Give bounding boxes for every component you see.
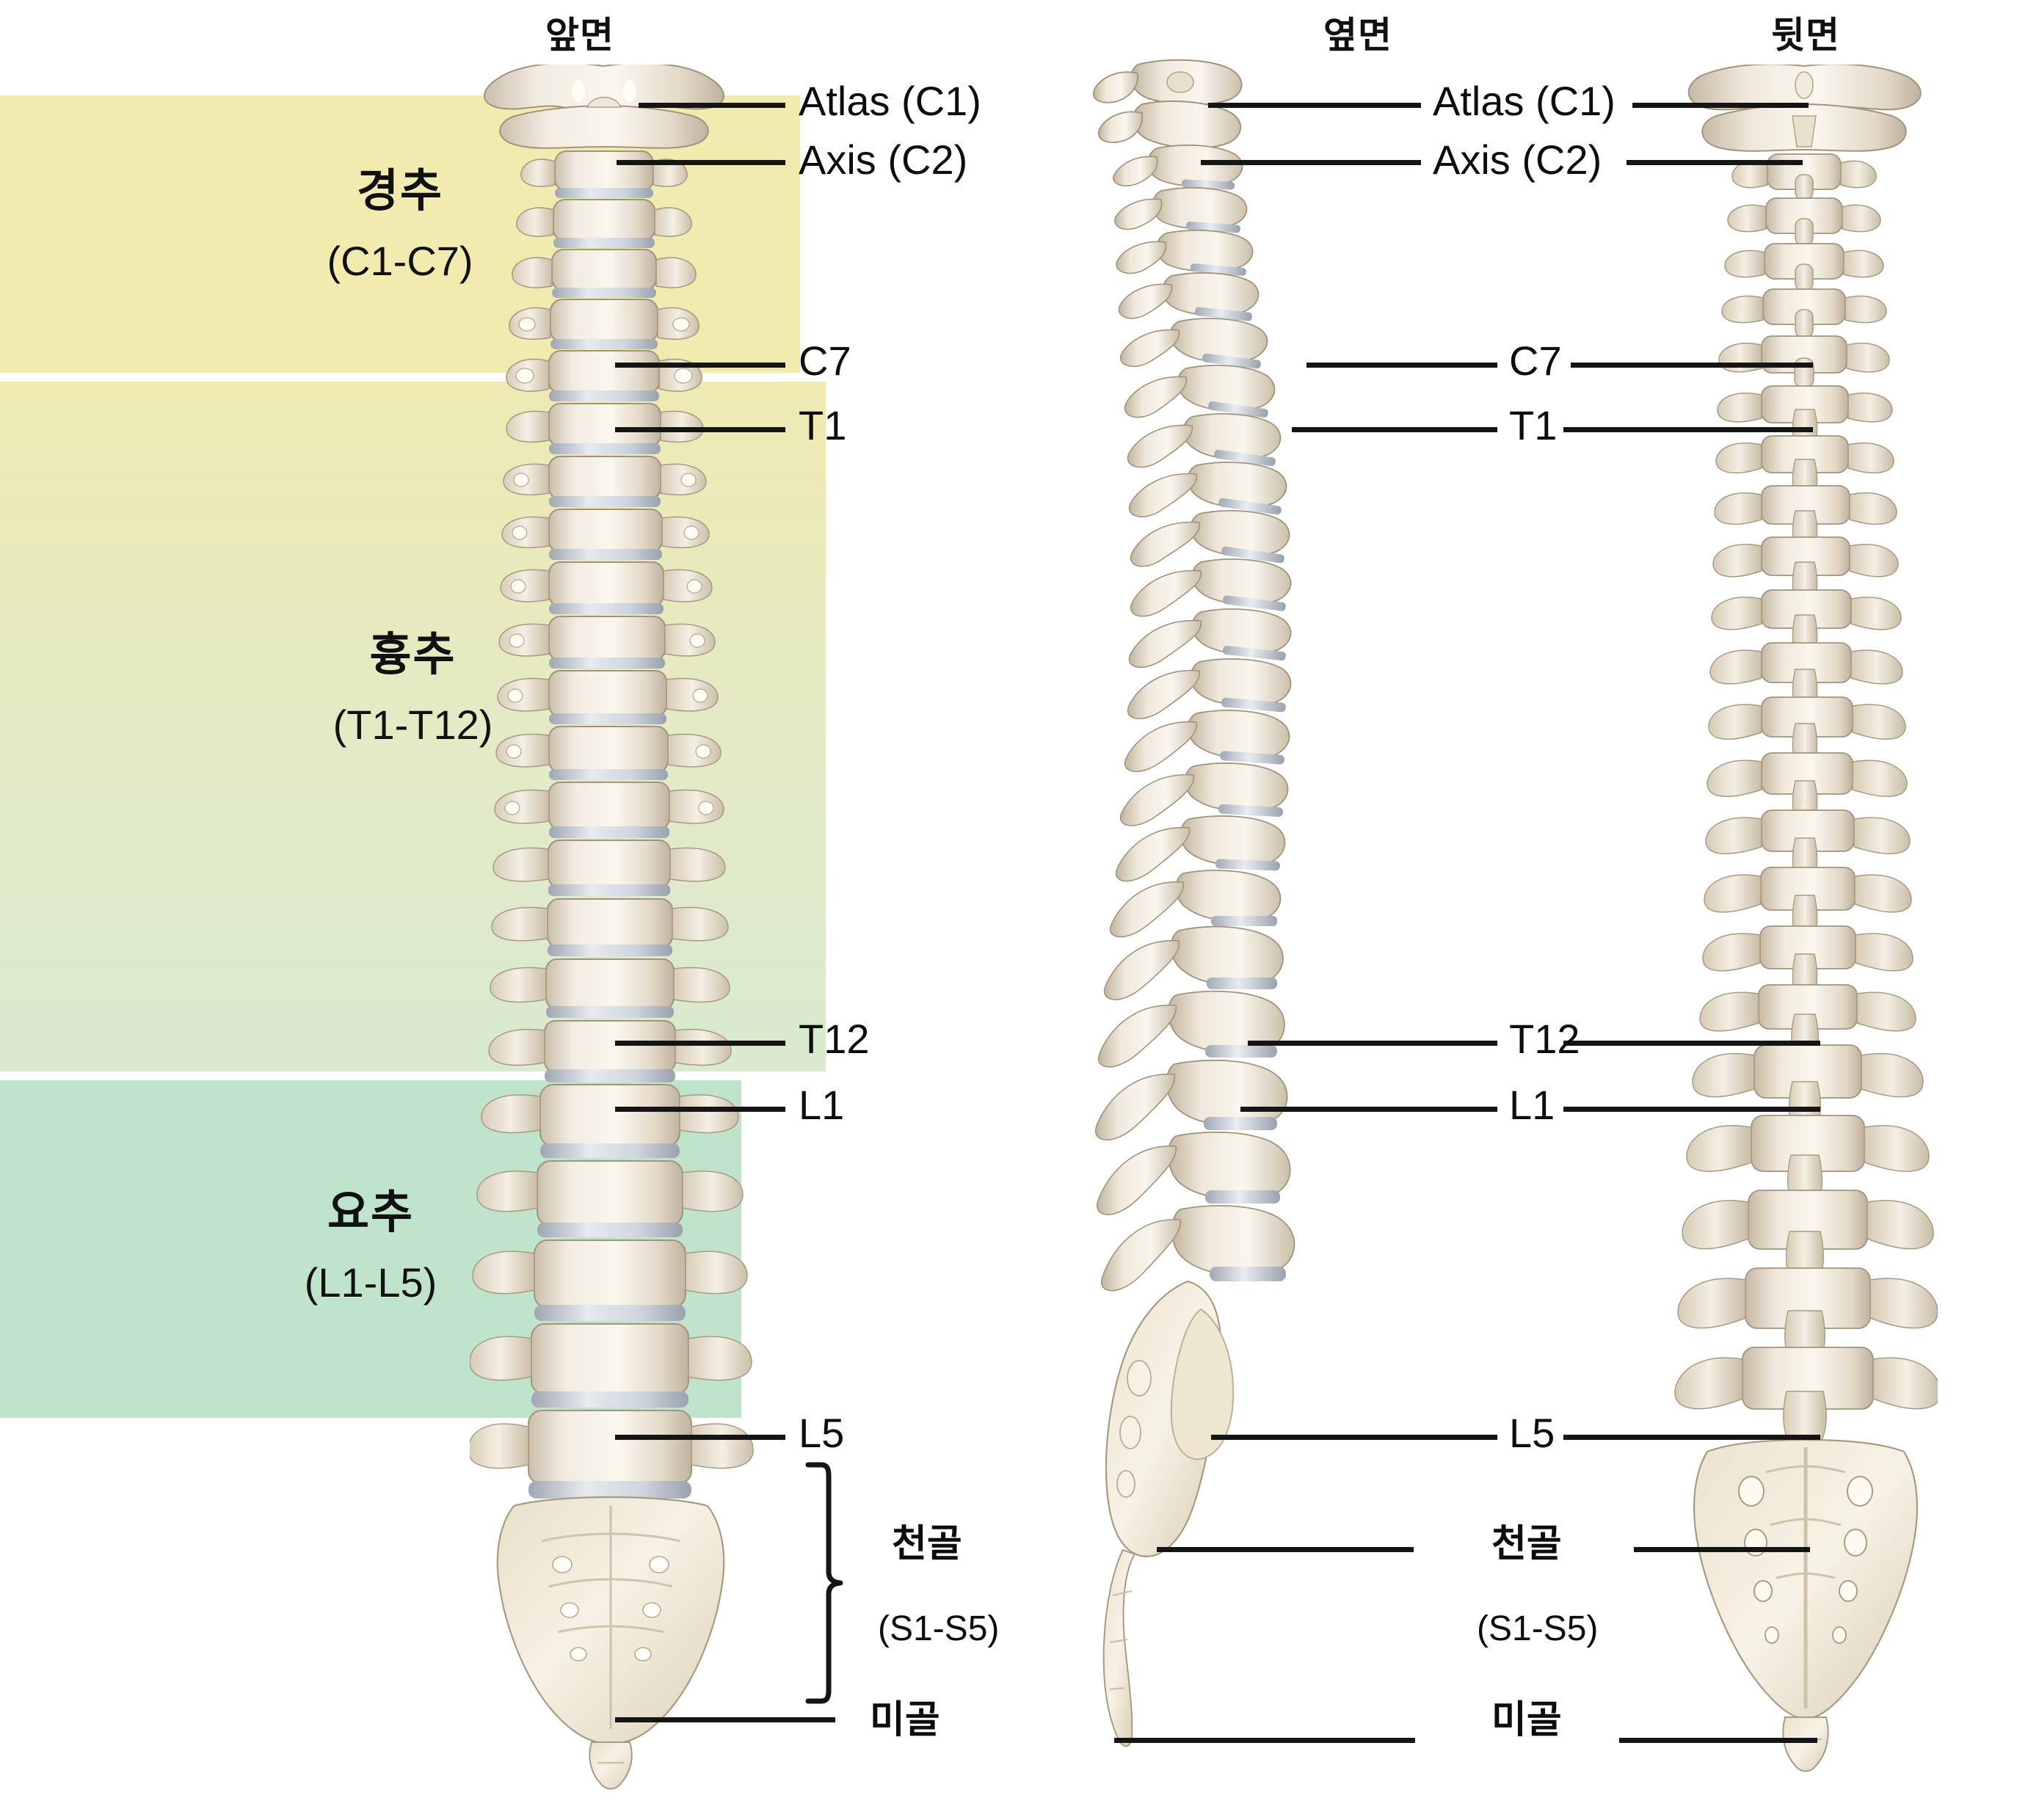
annotation-atlas-left: Atlas (C1) <box>799 78 981 124</box>
region-name-cervical: 경추 <box>356 166 444 216</box>
annotation-atlas-right: Atlas (C1) <box>1433 78 1616 124</box>
region-label-thoracic: 흉추 (T1-T12) <box>0 631 826 747</box>
leader-line-c7-lateral <box>1306 363 1497 368</box>
leader-line-coccyx-anterior <box>615 1717 835 1722</box>
lumbar-vertebrae <box>470 1084 754 1499</box>
leader-line-c7-anterior <box>615 363 785 368</box>
region-label-cervical: 경추 (C1-C7) <box>0 167 800 283</box>
vertebra-t12-lateral <box>1109 870 1282 938</box>
annotation-sacrum-left: 천골 <box>892 1523 962 1565</box>
region-range-thoracic: (T1-T12) <box>332 702 493 749</box>
view-caption-lateral: 옆면 <box>1323 15 1392 56</box>
sacrum-posterior <box>1693 1438 1919 1720</box>
annotation-l5-left: L5 <box>799 1410 845 1456</box>
vertebra-t12-posterior <box>1699 984 1916 1069</box>
annotation-axis-left: Axis (C2) <box>799 136 968 183</box>
annotation-sacrum-right: 천골 <box>1491 1523 1562 1565</box>
leader-line-atlas-lateral <box>1208 103 1421 108</box>
vertebra-t12 <box>488 1020 732 1082</box>
vertebra-t1-lateral <box>1119 318 1268 369</box>
cervical-vertebrae <box>506 150 702 401</box>
vertebra-l5-posterior <box>1674 1347 1938 1457</box>
annotation-c7-right: C7 <box>1509 338 1562 384</box>
view-caption-anterior: 앞면 <box>545 15 614 56</box>
leader-line-t12-anterior <box>615 1041 785 1046</box>
annotation-c7-left: C7 <box>799 338 851 384</box>
region-label-lumbar: 요추 (L1-L5) <box>0 1189 741 1305</box>
annotation-sacrum-range-right: (S1-S5) <box>1477 1609 1599 1648</box>
leader-line-l5-anterior <box>615 1435 785 1440</box>
annotation-t12-left: T12 <box>799 1016 870 1062</box>
leader-line-atlas-anterior <box>639 103 785 108</box>
sacrum-brace <box>805 1462 843 1704</box>
region-band-thoracic <box>0 382 826 1071</box>
leader-line-t12-lateral <box>1248 1041 1497 1046</box>
cervical-vertebrae-posterior <box>1718 153 1890 388</box>
vertebra-l1 <box>481 1084 739 1158</box>
annotation-l1-right: L1 <box>1509 1082 1555 1128</box>
leader-line-t1-lateral <box>1292 427 1497 432</box>
coccyx-anterior <box>589 1741 633 1790</box>
vertebra-l5 <box>470 1410 754 1499</box>
vertebra-l1-lateral <box>1103 925 1284 1000</box>
leader-line-l5-lateral <box>1211 1435 1497 1440</box>
leader-line-t12-posterior <box>1563 1041 1820 1046</box>
leader-line-l1-lateral <box>1240 1107 1497 1112</box>
vertebra-c7 <box>506 350 702 401</box>
view-caption-posterior: 뒷면 <box>1771 15 1840 56</box>
coccyx-posterior <box>1782 1717 1829 1772</box>
thoracic-vertebrae-lateral <box>1109 318 1292 938</box>
sacrum-anterior <box>496 1496 725 1745</box>
spine-illustration-posterior <box>1674 65 1938 1772</box>
region-range-lumbar: (L1-L5) <box>304 1259 437 1306</box>
leader-line-t1-anterior <box>615 427 785 432</box>
lumbar-vertebrae-posterior <box>1674 1044 1938 1457</box>
annotation-sacrum-range-left: (S1-S5) <box>878 1609 1000 1648</box>
region-name-lumbar: 요추 <box>327 1187 415 1238</box>
vertebra-c7-posterior <box>1718 335 1890 388</box>
vertebra-atlas <box>484 65 724 113</box>
annotation-l1-left: L1 <box>799 1082 845 1128</box>
coccyx-lateral <box>1102 1548 1136 1747</box>
sacrum-lateral <box>1105 1280 1235 1557</box>
annotation-axis-right: Axis (C2) <box>1433 136 1602 183</box>
leader-line-l1-posterior <box>1563 1107 1820 1112</box>
thoracic-vertebrae-posterior <box>1699 385 1916 1069</box>
annotation-t1-right: T1 <box>1509 402 1558 448</box>
leader-line-sacrum-lateral <box>1157 1547 1414 1552</box>
annotation-coccyx-left: 미골 <box>870 1699 940 1741</box>
annotation-t1-left: T1 <box>799 402 847 448</box>
cervical-vertebrae-lateral <box>1113 144 1260 321</box>
vertebra-axis <box>499 96 709 149</box>
vertebra-l1-posterior <box>1692 1044 1924 1144</box>
leader-line-atlas-posterior <box>1632 103 1809 108</box>
vertebra-axis-lateral <box>1097 100 1242 149</box>
vertebra-axis-posterior <box>1701 103 1907 152</box>
leader-line-axis-lateral <box>1201 160 1421 165</box>
leader-line-c7-posterior <box>1571 363 1813 368</box>
region-range-cervical: (C1-C7) <box>327 238 473 285</box>
leader-line-axis-anterior <box>617 160 785 165</box>
region-name-thoracic: 흉추 <box>369 630 457 680</box>
leader-line-l5-posterior <box>1563 1435 1820 1440</box>
annotation-t12-right: T12 <box>1509 1016 1580 1062</box>
leader-line-axis-posterior <box>1627 160 1803 165</box>
lumbar-vertebrae-lateral <box>1094 925 1295 1292</box>
vertebra-atlas-posterior <box>1687 65 1922 111</box>
leader-line-l1-anterior <box>615 1107 785 1112</box>
annotation-coccyx-right: 미골 <box>1491 1699 1562 1741</box>
leader-line-coccyx-lateral <box>1114 1738 1415 1743</box>
vertebra-t1-posterior <box>1717 385 1893 459</box>
leader-line-coccyx-posterior <box>1619 1738 1817 1743</box>
vertebra-l5-lateral <box>1100 1205 1295 1292</box>
annotation-l5-right: L5 <box>1509 1410 1555 1456</box>
spine-illustration-lateral <box>1093 59 1295 1747</box>
leader-line-sacrum-posterior <box>1634 1547 1810 1552</box>
vertebra-c7-lateral <box>1118 272 1260 321</box>
vertebra-atlas-lateral <box>1093 59 1243 106</box>
leader-line-t1-posterior <box>1563 427 1813 432</box>
spine-illustration-anterior <box>470 65 754 1790</box>
thoracic-vertebrae <box>488 403 732 1082</box>
